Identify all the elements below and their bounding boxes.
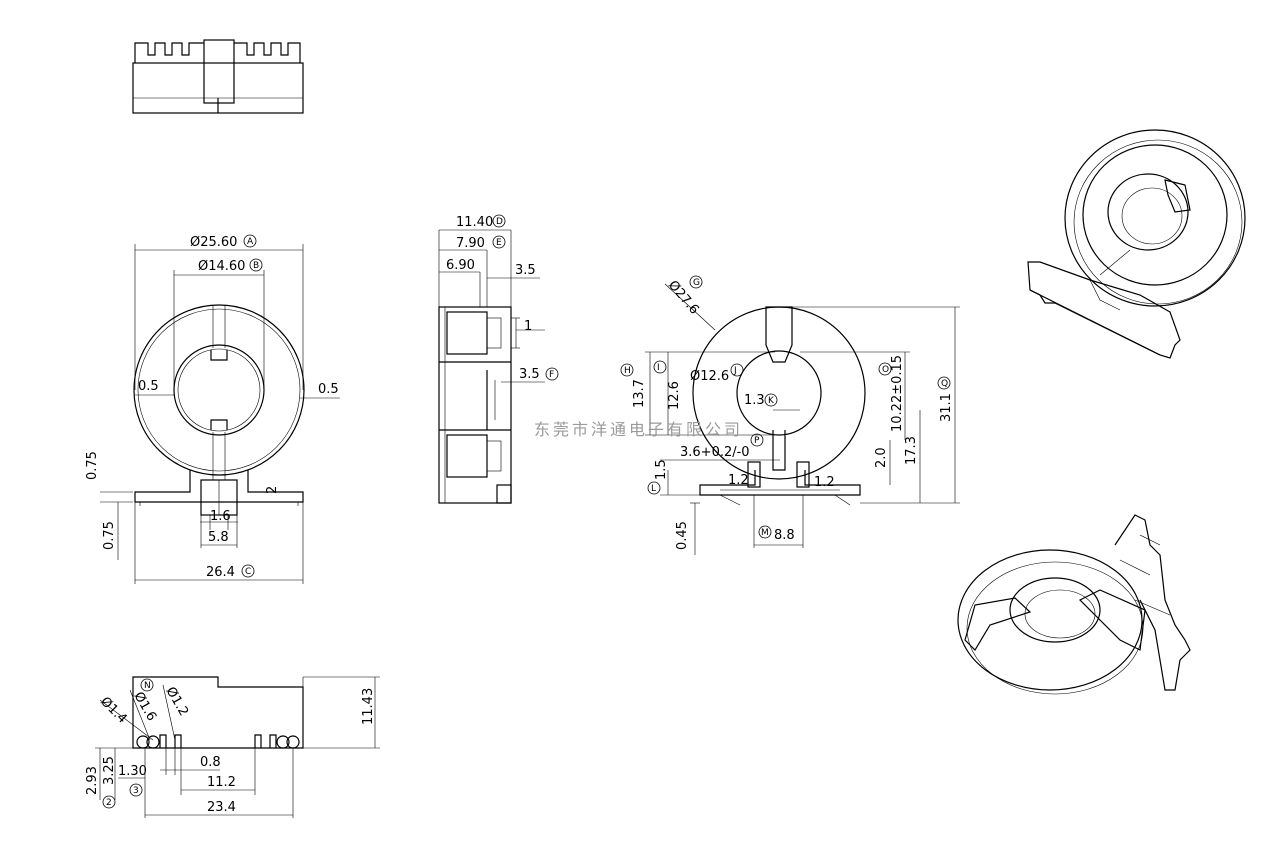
section-dim-left-i-ref: I	[657, 363, 660, 373]
section-dim-pin-h-ref: L	[651, 484, 656, 494]
side-view: 11.40 D 7.90 E 6.90 3.5 1 3.5 F	[438, 214, 559, 504]
front-dim-base-width-ref: C	[245, 567, 251, 577]
front-dim-left-upper: 0.75	[85, 451, 100, 480]
side-dim-total: 11.40	[456, 215, 493, 230]
section-dim-right-10-ref: O	[882, 365, 889, 375]
bottom-dim-234: 23.4	[207, 800, 236, 815]
front-dim-base-width: 26.4	[206, 565, 235, 580]
section-dim-slot: 3.6+0.2/-0	[680, 445, 750, 460]
section-dim-center-dia: Ø12.6	[690, 369, 729, 384]
section-dim-center-dia-ref: J	[733, 366, 737, 376]
front-dim-pin-gap: 2	[265, 486, 280, 494]
bottom-dim-293: 2.93	[85, 766, 100, 795]
section-dim-right-31: 31.1	[939, 393, 954, 422]
bottom-dim-height: 11.43	[361, 688, 376, 725]
section-dim-right-17: 17.3	[904, 436, 919, 465]
section-dim-slot-ref: P	[754, 436, 760, 446]
isometric-view-bottom	[957, 514, 1191, 695]
section-dim-right-2: 2.0	[874, 447, 889, 468]
front-dim-outer-dia-ref: A	[247, 237, 254, 247]
front-dim-slot-outer: 5.8	[208, 530, 229, 545]
side-dim-tab-lower-ref: F	[549, 370, 554, 380]
section-dim-left-h-ref: H	[624, 366, 631, 376]
section-dim-pin-space-ref: M	[761, 528, 769, 538]
section-dim-pin-h: 1.5	[654, 459, 669, 480]
top-view	[132, 39, 304, 114]
front-view: Ø25.60 A Ø14.60 B 0.5 0.5 0.75 0.75 2 1.…	[85, 234, 340, 584]
section-dim-outer-dia-ref: G	[693, 278, 700, 288]
section-dim-left-i: 12.6	[667, 381, 682, 410]
section-dim-pin-w-right: 1.2	[814, 475, 835, 490]
bottom-dim-pin-dia-1: Ø1.4	[97, 694, 129, 726]
bottom-dim-08: 0.8	[200, 755, 221, 770]
section-dim-center-gap: 1.3	[744, 393, 765, 408]
bottom-view: 11.43 Ø1.4 Ø1.6 Ø1.2 N 2.93 2 3.25 3 1.3…	[85, 676, 380, 818]
section-view: Ø27.6 G 13.7 H 12.6 I Ø12.6 J 1.3 K 10.2…	[620, 275, 960, 555]
section-dim-bottom: 0.45	[675, 521, 690, 550]
section-dim-pin-w-left: 1.2	[728, 473, 749, 488]
side-dim-mid: 7.90	[456, 236, 485, 251]
bottom-dim-293-ref: 2	[106, 798, 112, 808]
side-dim-tab-thick: 1	[524, 319, 532, 334]
bottom-dim-hole-ref: N	[144, 681, 151, 691]
side-dim-mid-ref: E	[496, 238, 502, 248]
side-dim-total-ref: D	[496, 217, 503, 227]
front-dim-inner-dia: Ø14.60	[198, 259, 245, 274]
side-dim-tab-lower: 3.5	[519, 367, 540, 382]
side-dim-inner: 6.90	[446, 258, 475, 273]
front-dim-outer-dia: Ø25.60	[190, 235, 237, 250]
bottom-dim-130: 1.30	[118, 764, 147, 779]
front-dim-left-gap: 0.5	[138, 379, 159, 394]
front-dim-slot-width: 1.6	[210, 509, 231, 524]
section-dim-right-10: 10.22±0.15	[890, 355, 905, 432]
bottom-dim-pin-dia-2: Ø1.6	[131, 690, 159, 724]
bottom-dim-112: 11.2	[207, 775, 236, 790]
side-dim-tab-top: 3.5	[515, 263, 536, 278]
company-watermark: 东莞市洋通电子有限公司	[534, 420, 743, 439]
section-dim-left-h: 13.7	[632, 379, 647, 408]
front-dim-right-gap: 0.5	[318, 382, 339, 397]
bottom-dim-325: 3.25	[102, 756, 117, 785]
isometric-view-top	[1027, 129, 1246, 359]
front-dim-left-lower: 0.75	[102, 521, 117, 550]
section-dim-center-gap-ref: K	[768, 396, 775, 406]
front-dim-inner-dia-ref: B	[253, 261, 259, 271]
section-dim-right-31-ref: Q	[941, 379, 948, 389]
bottom-dim-325-ref: 3	[133, 786, 139, 796]
section-dim-pin-space: 8.8	[774, 528, 795, 543]
